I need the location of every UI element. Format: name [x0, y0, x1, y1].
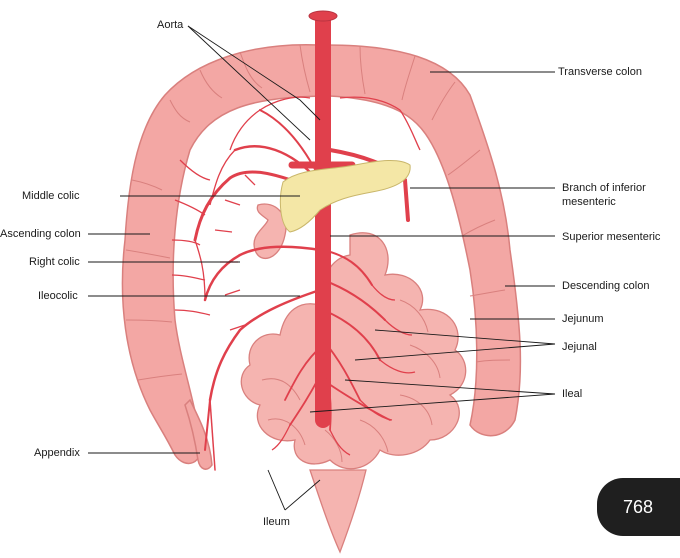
- label-branch-inferior-mesenteric-line1: Branch of inferior: [562, 182, 646, 194]
- ileum-end: [309, 469, 367, 554]
- label-aorta: Aorta: [157, 19, 184, 31]
- jejunum-loops: [240, 232, 467, 470]
- right-colic-artery: [203, 245, 322, 302]
- label-transverse-colon: Transverse colon: [558, 66, 642, 78]
- jejunal-arteries: [322, 249, 386, 361]
- ileal-arteries: [289, 339, 391, 431]
- colon-outline: [121, 43, 522, 465]
- label-descending-colon: Descending colon: [562, 280, 650, 292]
- label-jejunal: Jejunal: [562, 341, 597, 353]
- pancreas: [279, 160, 411, 233]
- label-ileum: Ileum: [263, 516, 290, 528]
- large-intestine: [121, 43, 522, 470]
- label-right-colic: Right colic: [29, 256, 80, 268]
- intestine-folds: [261, 299, 441, 463]
- label-branch-inferior-mesenteric-line2: mesenteric: [562, 196, 616, 208]
- label-superior-mesenteric: Superior mesenteric: [562, 231, 661, 243]
- ileocolic-artery: [208, 288, 322, 402]
- small-intestine: [240, 203, 467, 554]
- label-ileocolic: Ileocolic: [38, 290, 78, 302]
- leader-lines: [88, 25, 556, 511]
- label-ileal: Ileal: [562, 388, 583, 400]
- label-middle-colic: Middle colic: [22, 190, 80, 202]
- haustra: [125, 44, 511, 381]
- label-ascending-colon: Ascending colon: [0, 228, 81, 240]
- appendix-shape: [184, 398, 213, 470]
- label-jejunum: Jejunum: [562, 313, 604, 325]
- arterial-arcades: [171, 96, 421, 456]
- page-number-badge: 768: [597, 478, 680, 536]
- aorta-top: [308, 10, 338, 22]
- label-appendix: Appendix: [34, 447, 80, 459]
